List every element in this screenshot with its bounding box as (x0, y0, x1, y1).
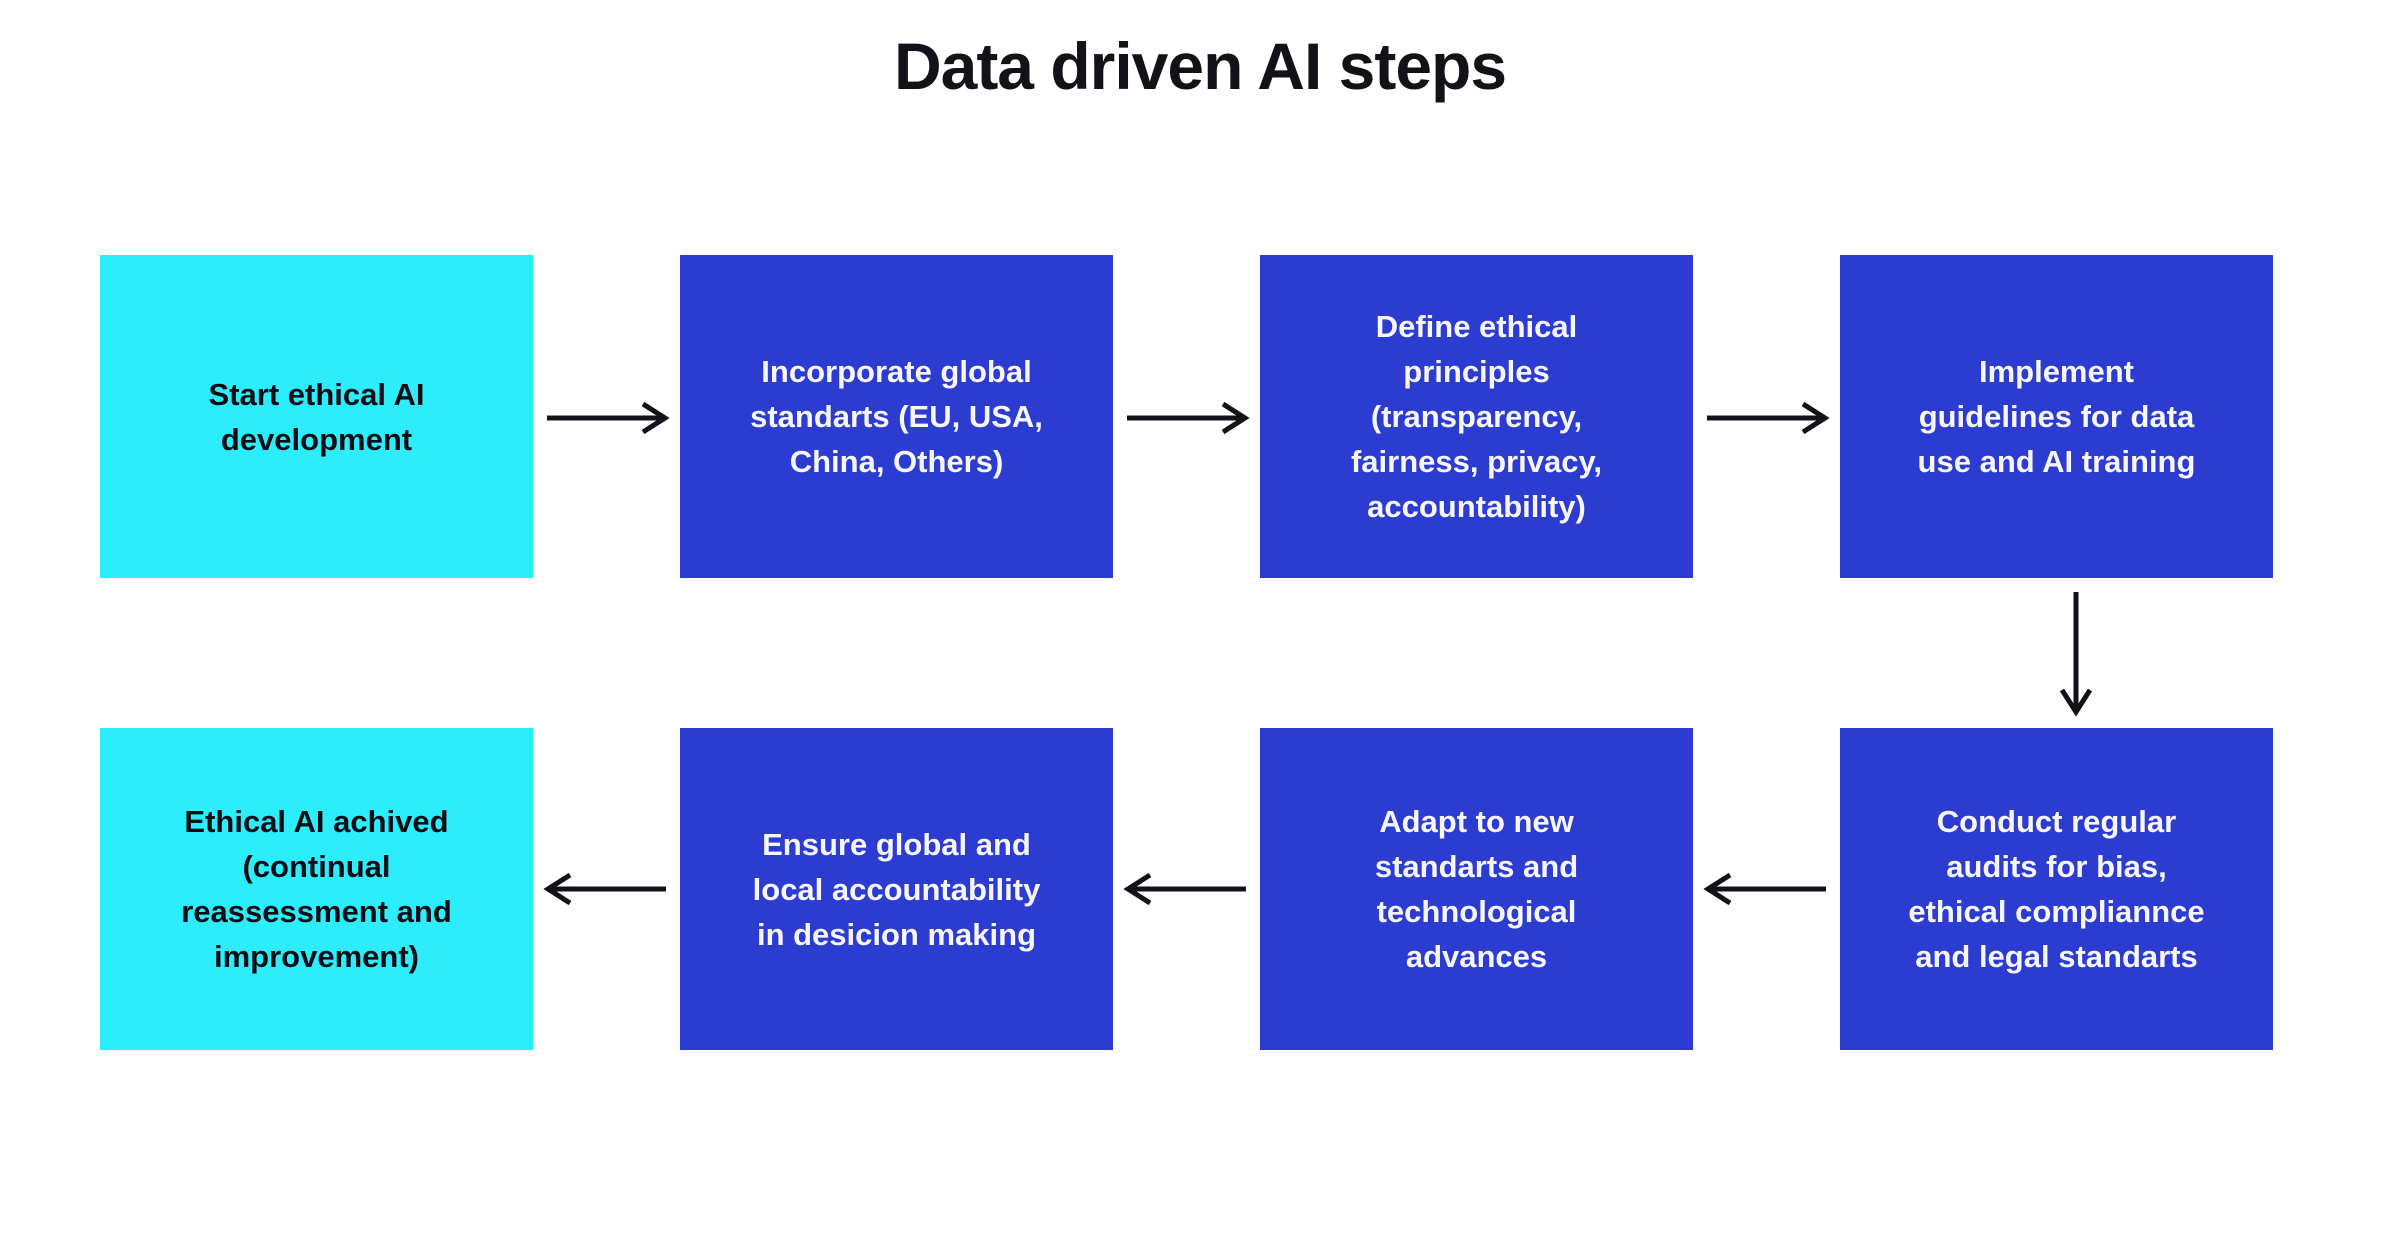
node-start-ethical-ai-development: Start ethical AI development (100, 255, 533, 578)
arrow-right-icon (1127, 401, 1250, 435)
arrow-left-icon (1703, 872, 1826, 906)
arrow-right-icon (547, 401, 670, 435)
node-conduct-regular-audits: Conduct regular audits for bias, ethical… (1840, 728, 2273, 1050)
node-implement-guidelines: Implement guidelines for data use and AI… (1840, 255, 2273, 578)
arrow-down-icon (2059, 592, 2093, 717)
arrow-right-icon (1707, 401, 1830, 435)
node-adapt-to-new-standarts: Adapt to new standarts and technological… (1260, 728, 1693, 1050)
diagram-title: Data driven AI steps (893, 29, 1507, 103)
arrow-left-icon (1123, 872, 1246, 906)
node-define-ethical-principles: Define ethical principles (transparency,… (1260, 255, 1693, 578)
node-incorporate-global-standarts: Incorporate global standarts (EU, USA, C… (680, 255, 1113, 578)
node-ethical-ai-achived: Ethical AI achived (continual reassessme… (100, 728, 533, 1050)
node-ensure-accountability: Ensure global and local accountability i… (680, 728, 1113, 1050)
arrow-left-icon (543, 872, 666, 906)
